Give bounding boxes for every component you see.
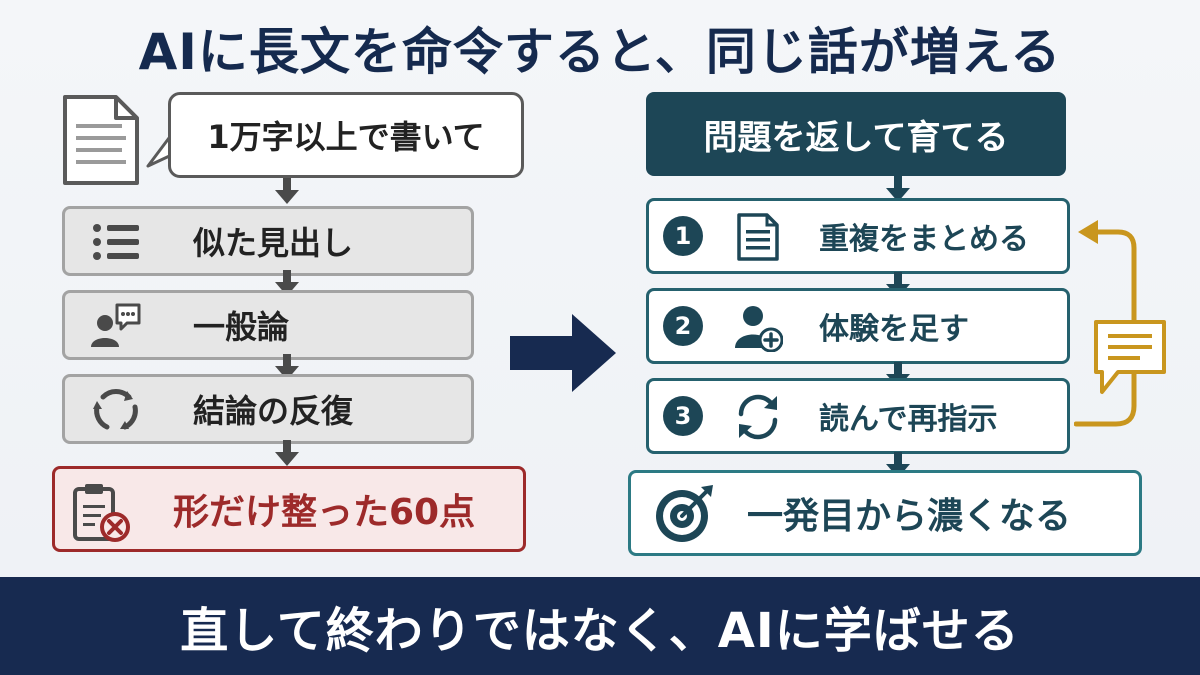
step-reread-reinstruct: 3 読んで再指示 <box>646 378 1070 454</box>
step-add-experience: 2 体験を足す <box>646 288 1070 364</box>
banner-text: 直して終わりではなく、AIに学ばせる <box>180 603 1020 659</box>
person-plus-icon <box>735 306 783 352</box>
step-merge-duplicates: 1 重複をまとめる <box>646 198 1070 274</box>
step-label: 結論の反復 <box>193 392 354 430</box>
chat-bubble-icon <box>1094 320 1166 394</box>
refresh-icon <box>738 394 778 440</box>
right-arrow-icon <box>510 314 616 392</box>
down-arrow-icon <box>275 354 299 380</box>
document-lines-icon <box>737 213 779 261</box>
step-number: 3 <box>663 396 703 436</box>
right-header-text: 問題を返して育てる <box>703 117 1009 158</box>
prompt-text: 1万字以上で書いて <box>207 118 485 156</box>
document-icon <box>63 95 139 185</box>
down-arrow-icon <box>275 270 299 296</box>
prompt-bubble: 1万字以上で書いて <box>168 92 524 178</box>
step-label: 読んで再指示 <box>819 402 998 437</box>
result-label: 一発目から濃くなる <box>747 496 1072 537</box>
list-icon <box>93 224 139 260</box>
right-header: 問題を返して育てる <box>646 92 1066 176</box>
cycle-icon <box>93 389 138 430</box>
step-number: 2 <box>663 306 703 346</box>
result-label: 形だけ整った60点 <box>173 492 476 533</box>
step-label: 似た見出し <box>193 224 354 262</box>
down-arrow-icon <box>275 440 299 466</box>
step-label: 一般論 <box>193 308 290 346</box>
step-label: 重複をまとめる <box>819 222 1029 257</box>
person-chat-icon <box>91 303 141 347</box>
step-generalities: 一般論 <box>62 290 474 360</box>
step-label: 体験を足す <box>819 312 969 347</box>
step-repeated-conclusion: 結論の反復 <box>62 374 474 444</box>
clipboard-x-icon <box>73 484 130 542</box>
result-rich-first-try: 一発目から濃くなる <box>628 470 1142 556</box>
step-similar-headings: 似た見出し <box>62 206 474 276</box>
bottom-banner: 直して終わりではなく、AIに学ばせる <box>0 577 1200 675</box>
target-icon <box>656 485 713 542</box>
page-title: AIに長文を命令すると、同じ話が増える <box>138 23 1062 81</box>
result-60-points: 形だけ整った60点 <box>52 466 526 552</box>
step-number: 1 <box>663 216 703 256</box>
down-arrow-icon <box>886 176 910 202</box>
down-arrow-icon <box>275 178 299 204</box>
